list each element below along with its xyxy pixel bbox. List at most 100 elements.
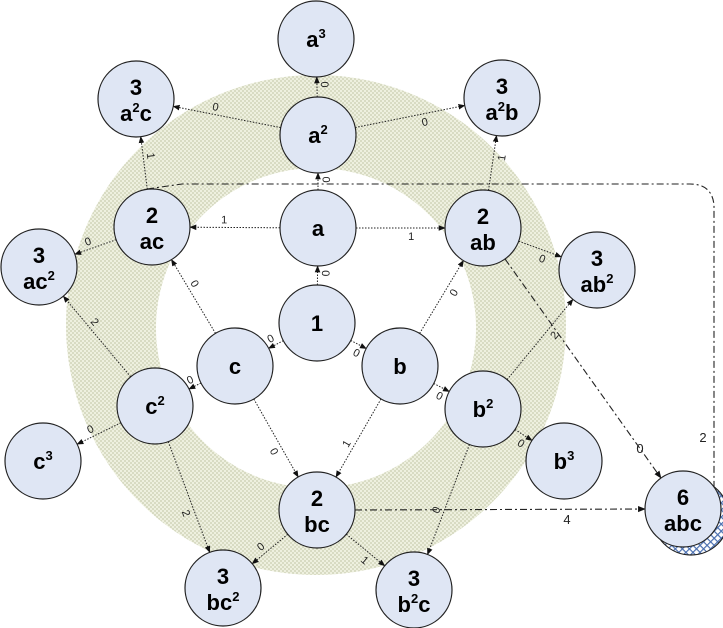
edge-ab-to-a2b: [488, 134, 499, 191]
node-bc-label: bc: [304, 512, 330, 537]
edge-label-ac-to-ac2: 0: [83, 235, 93, 248]
edge-b-to-ab: [419, 259, 464, 334]
special-edge-label-bc-to-abc: 4: [563, 512, 570, 527]
node-a-circle: [279, 189, 357, 267]
node-a2-label: a2: [308, 122, 327, 148]
edge-label-ac-to-a2c: 1: [144, 152, 157, 160]
node-c3-circle: [4, 422, 82, 500]
node-ac2-number: 3: [33, 243, 45, 268]
edge-a-to-ac: [189, 224, 281, 231]
node-c2-label: c2: [145, 393, 164, 419]
node-ac: 2ac: [113, 188, 191, 266]
node-b2c-label: b2c: [398, 591, 431, 617]
node-a-label: a: [312, 216, 325, 241]
edge-label-b-to-bc: 1: [340, 438, 353, 449]
edge-a2-to-a2b: [355, 103, 466, 128]
special-edge-ac-to-abc: [146, 183, 718, 498]
edge-label-one-to-b: 0: [351, 347, 362, 360]
node-abc-label: abc: [664, 511, 702, 536]
edge-label-a-to-ab: 1: [408, 231, 414, 243]
node-b2-circle: [444, 370, 522, 448]
special-edge-bc-to-abc: [354, 505, 646, 513]
node-ab2-circle: [558, 231, 636, 309]
edge-label-b-to-ab: 0: [448, 287, 461, 298]
edge-label-a2-to-a2c: 0: [211, 101, 219, 114]
node-c3: c3: [4, 422, 82, 500]
background-band: [66, 75, 567, 575]
node-ab-circle: [444, 189, 522, 267]
node-b3-label: b3: [554, 448, 575, 474]
edge-label-ab-to-ab2: 0: [537, 253, 547, 266]
special-edges-layer: 0 4 2: [146, 183, 718, 527]
node-b-circle: [361, 327, 439, 405]
node-one: 1: [278, 284, 356, 362]
node-ab2-label: ab2: [581, 271, 614, 297]
node-c-label: c: [229, 354, 241, 379]
edge-label-b-to-b2: 0: [434, 390, 445, 403]
edge-label-a2-to-a2b: 0: [421, 116, 429, 129]
edge-label-one-to-c: 0: [266, 332, 277, 345]
node-b3: b3: [525, 422, 603, 500]
node-a2: a2: [279, 96, 357, 174]
node-b3-circle: [525, 422, 603, 500]
special-edge-label-ac-to-abc: 2: [699, 430, 706, 445]
node-bc2-label: bc2: [207, 589, 240, 615]
edge-c-to-ac: [171, 259, 216, 334]
edge-c2-to-c3: [76, 422, 122, 445]
edge-label-c-to-bc: 0: [267, 446, 280, 457]
node-b2c-number: 3: [408, 566, 420, 591]
edge-bc-to-b2c: [345, 533, 386, 567]
node-ab: 2ab: [444, 189, 522, 267]
node-c2-circle: [116, 367, 194, 445]
edge-b2-to-ab2: [506, 298, 574, 380]
node-a3-circle: [277, 0, 355, 78]
node-c-circle: [196, 327, 274, 405]
node-ab-number: 2: [477, 204, 489, 229]
edge-c-to-bc: [253, 398, 299, 478]
node-a2c-label: a2c: [120, 100, 152, 126]
node-a2c-number: 3: [130, 75, 142, 100]
edge-label-c2-to-bc2: 2: [179, 508, 192, 518]
node-bc2-number: 3: [217, 564, 229, 589]
special-edge-label-ab-to-abc: 0: [636, 441, 643, 456]
node-c2: c2: [116, 367, 194, 445]
edge-label-one-to-a: 0: [320, 270, 332, 276]
node-a3: a3: [277, 0, 355, 78]
node-a2b-circle: [463, 59, 541, 137]
node-bc-circle: [278, 471, 356, 549]
edge-b2-to-b3: [514, 429, 533, 441]
edge-label-a-to-ac: 1: [221, 214, 227, 226]
node-abc-circle: [644, 470, 722, 548]
edge-label-c2-to-c3: 0: [85, 423, 96, 436]
node-c: c: [196, 327, 274, 405]
node-ab-label: ab: [470, 230, 496, 255]
node-one-label: 1: [311, 311, 323, 336]
node-ac-circle: [113, 188, 191, 266]
node-b: b: [361, 327, 439, 405]
node-bc: 2bc: [278, 471, 356, 549]
edge-c2-to-ac2: [62, 295, 132, 378]
node-a2-circle: [279, 96, 357, 174]
edge-label-a-to-a2: 0: [321, 176, 333, 182]
edge-label-b2-to-b3: 0: [515, 437, 527, 450]
edge-a2-to-a2c: [172, 104, 281, 129]
edge-label-a2-to-a3: 0: [318, 81, 330, 87]
node-abc-number: 6: [677, 485, 689, 510]
node-b2-label: b2: [473, 396, 494, 422]
node-b2: b2: [444, 370, 522, 448]
node-ac2-label: ac2: [23, 268, 55, 294]
edge-label-ab-to-a2b: 1: [496, 154, 509, 162]
node-ab2-number: 3: [591, 246, 603, 271]
node-b2c-circle: [375, 551, 453, 628]
node-ac2-circle: [0, 228, 78, 306]
edge-ac-to-ac2: [74, 239, 117, 255]
